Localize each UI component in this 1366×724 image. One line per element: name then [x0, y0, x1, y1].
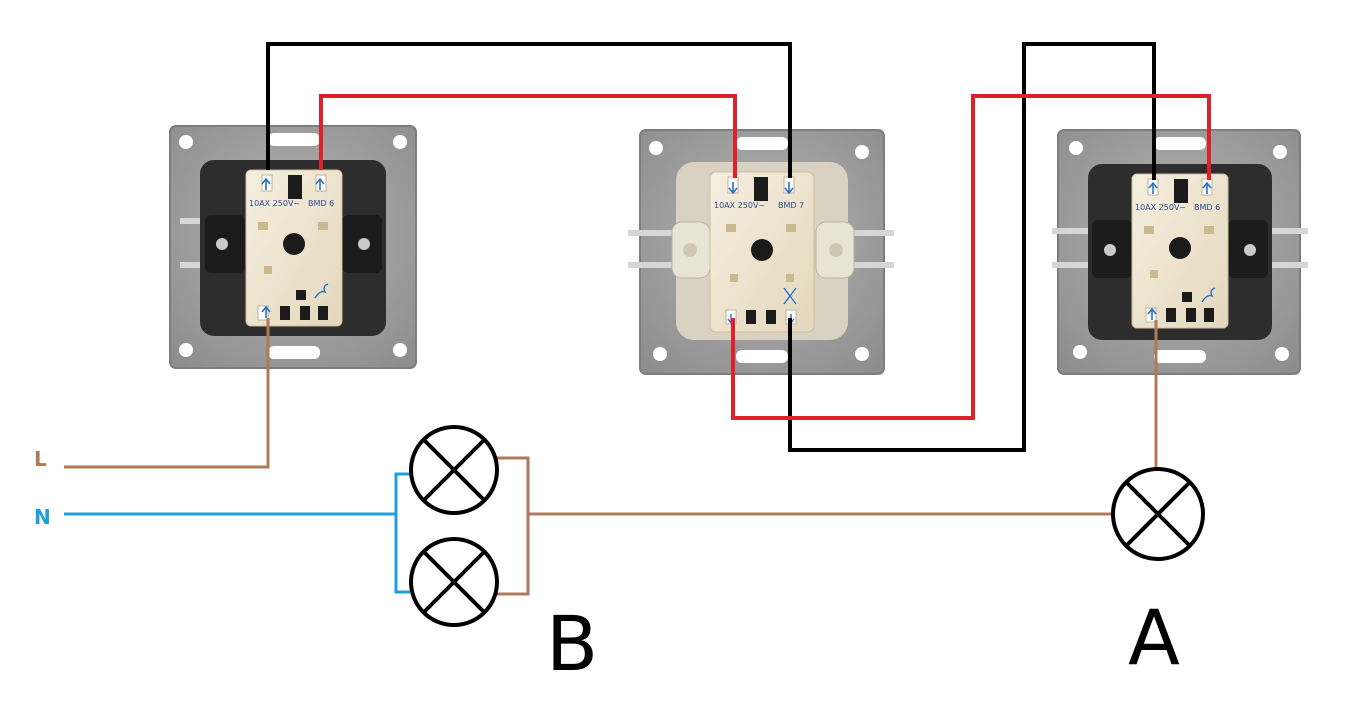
terminal-slot	[296, 290, 306, 300]
screw-hole	[1275, 347, 1289, 361]
switch-model: BMD 6	[1194, 203, 1220, 212]
clamp-screw	[829, 243, 843, 257]
rivet	[730, 274, 738, 282]
switch-model: BMD 6	[308, 199, 334, 208]
rivet	[1144, 226, 1154, 234]
screw-hole	[1073, 345, 1087, 359]
terminal-arrow-icon	[315, 177, 325, 190]
cross-switch-symbol-icon	[783, 287, 797, 305]
clamp-screw	[358, 238, 370, 250]
terminal	[1145, 307, 1157, 323]
rivet	[318, 222, 328, 230]
slot	[736, 350, 788, 363]
terminal-arrow-icon	[784, 182, 794, 195]
neutral-label: N	[34, 505, 51, 529]
rivet	[258, 222, 268, 230]
terminal-arrow-icon	[728, 182, 738, 195]
clamp-screw	[1244, 244, 1256, 256]
slot	[268, 133, 320, 146]
group-b-label: B	[546, 599, 598, 688]
switch-rating: 10AX 250V~	[714, 201, 765, 210]
group-b-bus	[496, 456, 530, 596]
terminal-slot	[300, 306, 310, 320]
traveler-wire-black-top	[266, 42, 792, 178]
terminal-arrow-icon	[1147, 307, 1157, 320]
screw-hole	[393, 343, 407, 357]
neutral-bus	[394, 472, 410, 594]
live-label: L	[34, 447, 47, 471]
screw-hole	[179, 343, 193, 357]
switch-right: 10AX 250V~ BMD 6	[1052, 129, 1308, 375]
traveler-wire-black-bottom	[788, 42, 1156, 452]
rivet	[786, 224, 796, 232]
screw-hole	[1069, 141, 1083, 155]
switch-symbol-icon	[314, 283, 329, 299]
clamp-screw	[683, 243, 697, 257]
screw-hole	[179, 135, 193, 149]
terminal-slot	[1186, 308, 1196, 322]
terminal-slot	[1174, 179, 1188, 203]
terminal-slot	[318, 306, 328, 320]
terminal-arrow-icon	[1202, 181, 1212, 194]
screw-hole	[1273, 145, 1287, 159]
terminal-slot	[288, 175, 302, 199]
screw-hole	[855, 347, 869, 361]
screw-hole	[855, 145, 869, 159]
screw-hole	[393, 135, 407, 149]
slot	[736, 137, 788, 150]
terminal-arrow-icon	[1148, 181, 1158, 194]
switch-axle-hole	[283, 233, 305, 255]
slot	[1154, 350, 1206, 363]
terminal-slot	[280, 306, 290, 320]
lamp-cross-icon	[409, 425, 499, 515]
slot	[268, 346, 320, 359]
switch-model: BMD 7	[778, 201, 804, 210]
switch-middle: 10AX 250V~ BMD 7	[628, 129, 894, 375]
lamp-cross-icon	[409, 537, 499, 627]
screw-hole	[649, 141, 663, 155]
screw-hole	[653, 347, 667, 361]
switch-rating: 10AX 250V~	[1135, 203, 1186, 212]
terminal-slot	[754, 177, 768, 201]
terminal-slot	[1182, 292, 1192, 302]
rivet	[1204, 226, 1214, 234]
terminal-arrow-icon	[261, 177, 271, 190]
traveler-wire-red-bottom	[731, 94, 1211, 420]
switch-rating: 10AX 250V~	[249, 199, 300, 208]
switch-axle-hole	[751, 239, 773, 261]
terminal-slot	[1166, 308, 1176, 322]
rivet	[726, 224, 736, 232]
clamp-screw	[216, 238, 228, 250]
lamp-cross-icon	[1111, 467, 1205, 561]
slot	[1154, 137, 1206, 150]
terminal-slot	[746, 310, 756, 324]
terminal-slot	[766, 310, 776, 324]
traveler-wire-red-top	[319, 94, 737, 178]
rivet	[786, 274, 794, 282]
group-a-label: A	[1128, 593, 1180, 682]
switch-symbol-icon	[1201, 287, 1216, 303]
terminal	[257, 305, 269, 321]
live-wire	[64, 318, 270, 469]
switch-left: 10AX 250V~ BMD 6	[169, 125, 417, 369]
rivet	[264, 266, 272, 274]
clamp-screw	[1104, 244, 1116, 256]
rivet	[1150, 270, 1158, 278]
terminal-slot	[1204, 308, 1214, 322]
terminal-arrow-icon	[261, 305, 271, 318]
switch-axle-hole	[1169, 237, 1191, 259]
